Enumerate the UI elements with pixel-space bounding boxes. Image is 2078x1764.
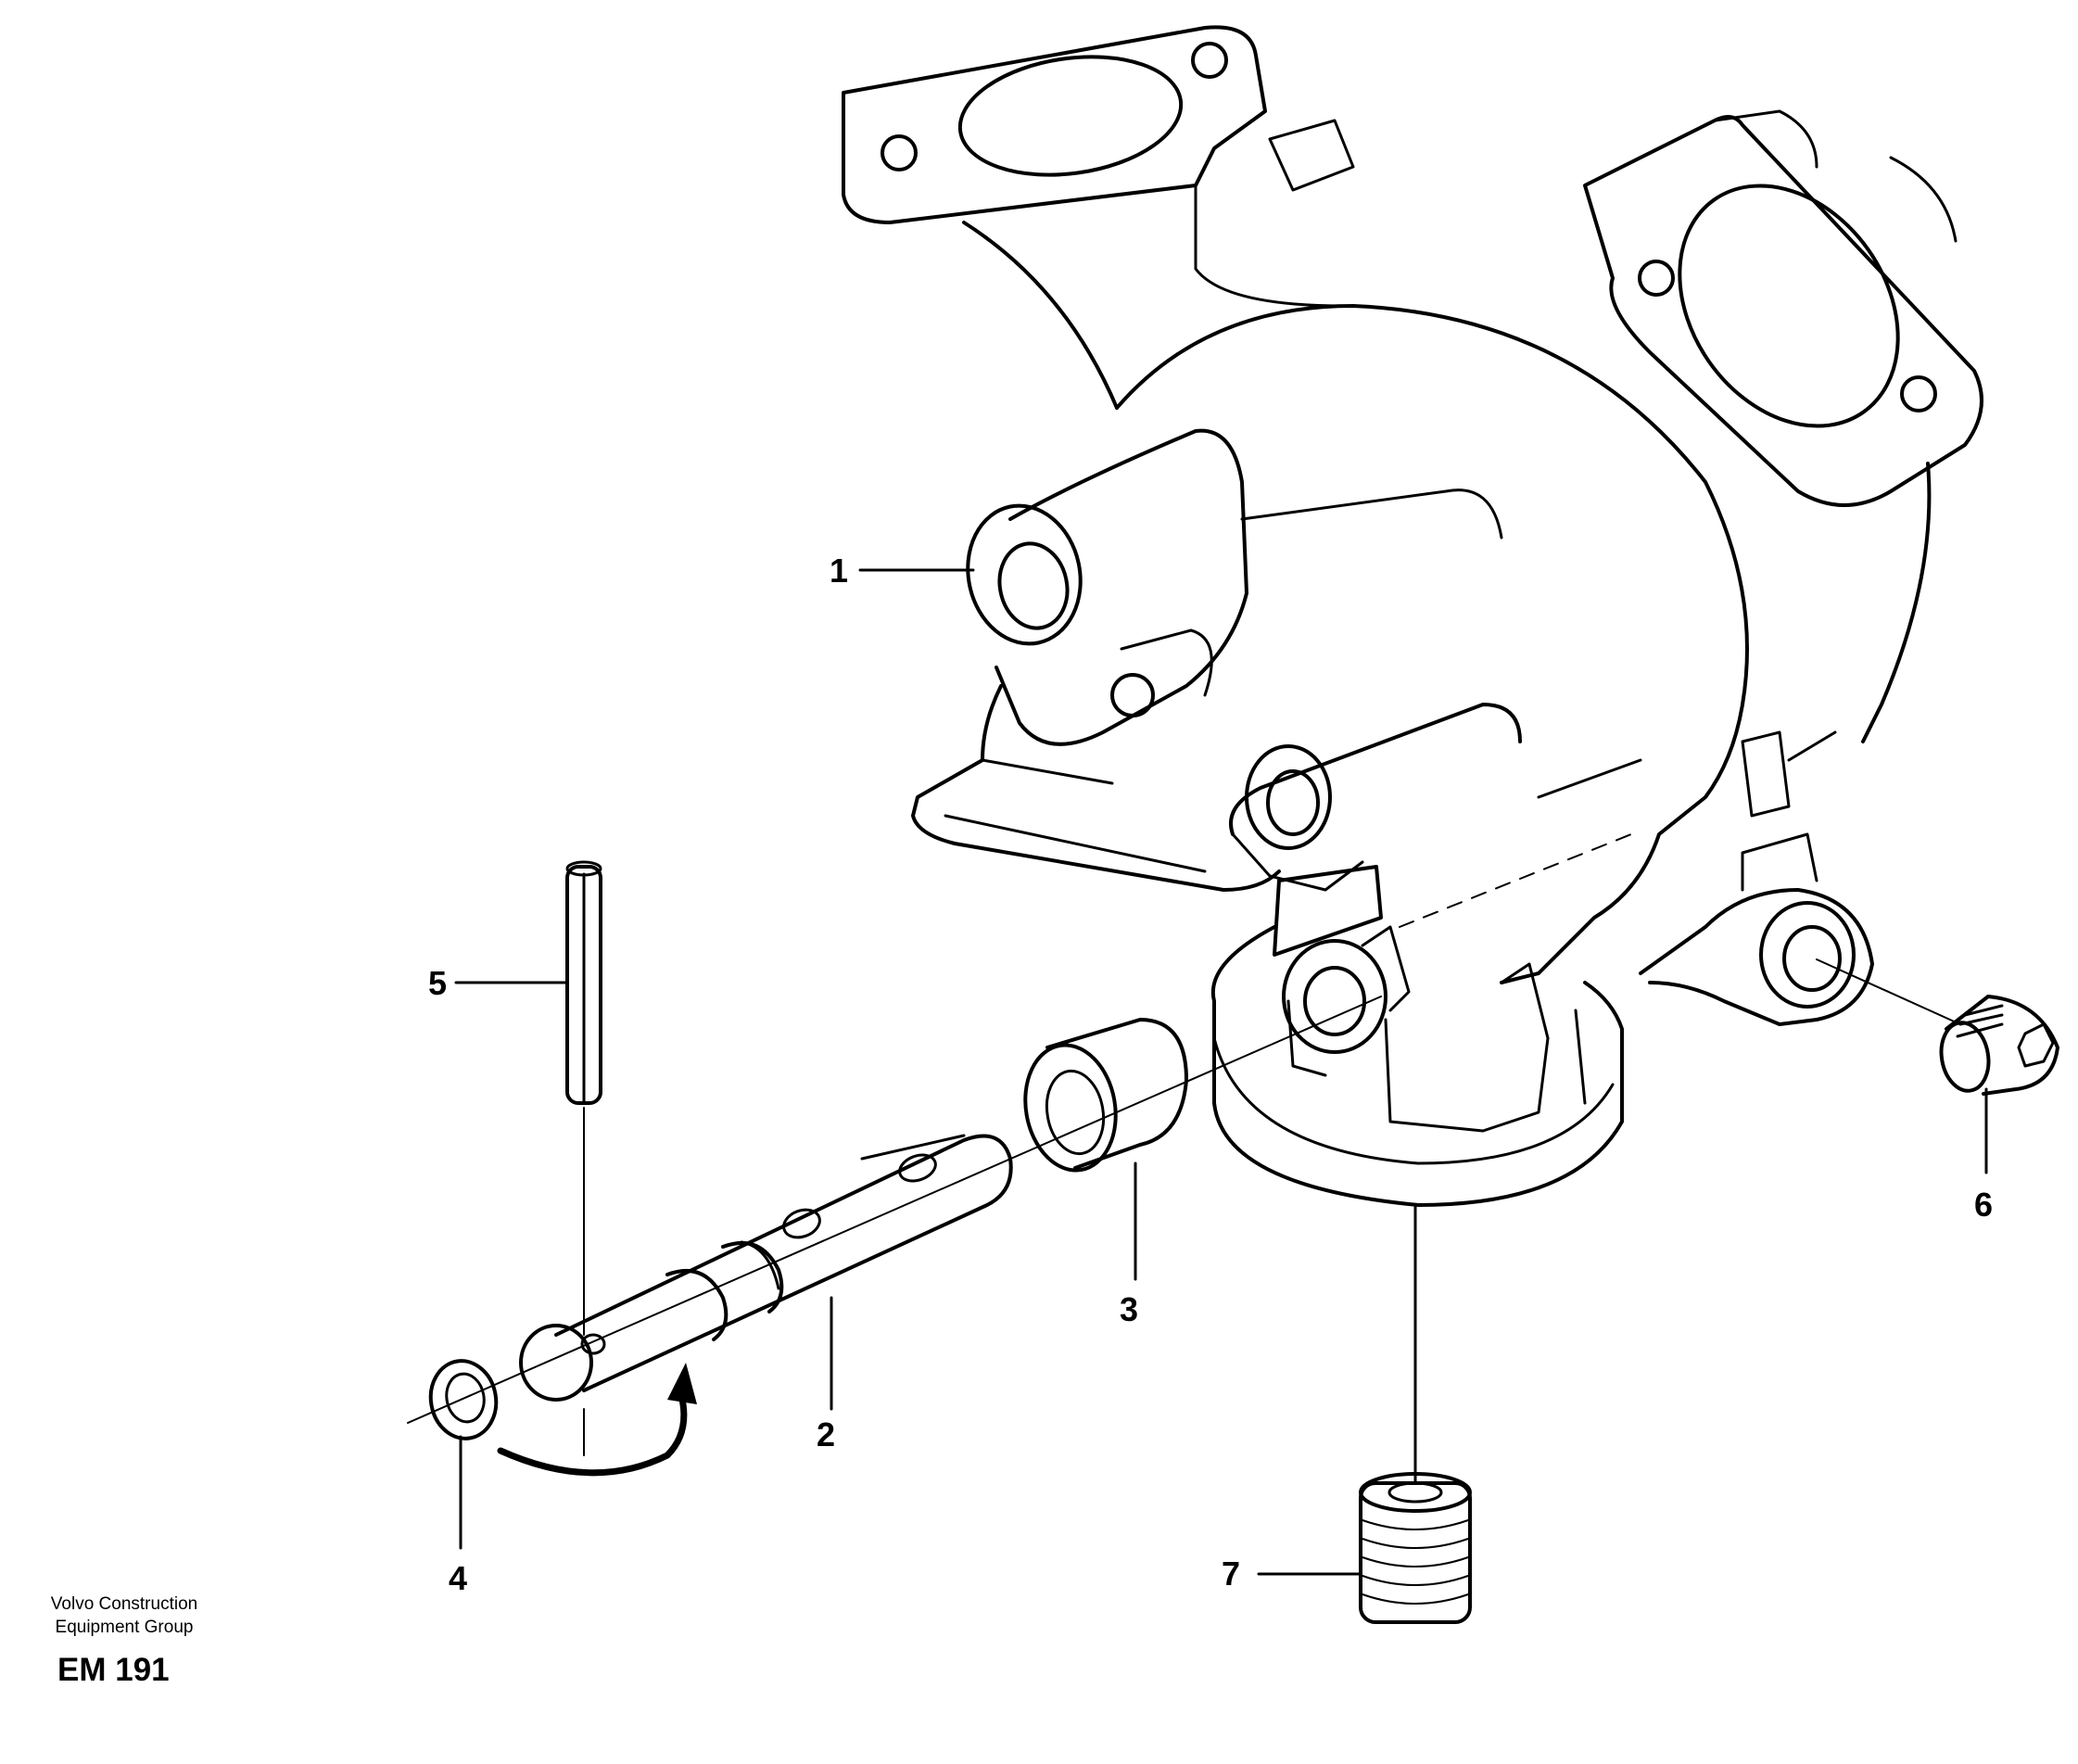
callout-1: 1 xyxy=(830,552,848,590)
shaft-part xyxy=(519,1134,1013,1402)
callout-7: 7 xyxy=(1222,1555,1240,1593)
assembly-axis-line xyxy=(407,996,1382,1424)
callout-2: 2 xyxy=(817,1415,835,1453)
callout-5: 5 xyxy=(428,964,447,1002)
set-screw-part xyxy=(1939,995,2059,1096)
plug-part xyxy=(1359,1472,1472,1624)
roll-pin-part xyxy=(565,860,602,1456)
drawing-code: EM 191 xyxy=(57,1652,170,1688)
callout-3: 3 xyxy=(1120,1290,1138,1328)
screw-axis-line xyxy=(1816,958,1961,1025)
footer-block: Volvo Construction Equipment Group EM 19… xyxy=(32,1593,217,1689)
washer-part xyxy=(428,1359,499,1440)
leader-lines xyxy=(454,568,1988,1576)
callout-6: 6 xyxy=(1974,1186,1993,1224)
bushing-part xyxy=(1023,1018,1188,1173)
callout-4: 4 xyxy=(449,1559,467,1597)
org-name-line-2: Equipment Group xyxy=(55,1618,194,1637)
housing-part xyxy=(842,25,1983,1207)
org-name-line-1: Volvo Construction xyxy=(50,1594,198,1614)
rotation-arrow-icon xyxy=(497,1363,697,1477)
